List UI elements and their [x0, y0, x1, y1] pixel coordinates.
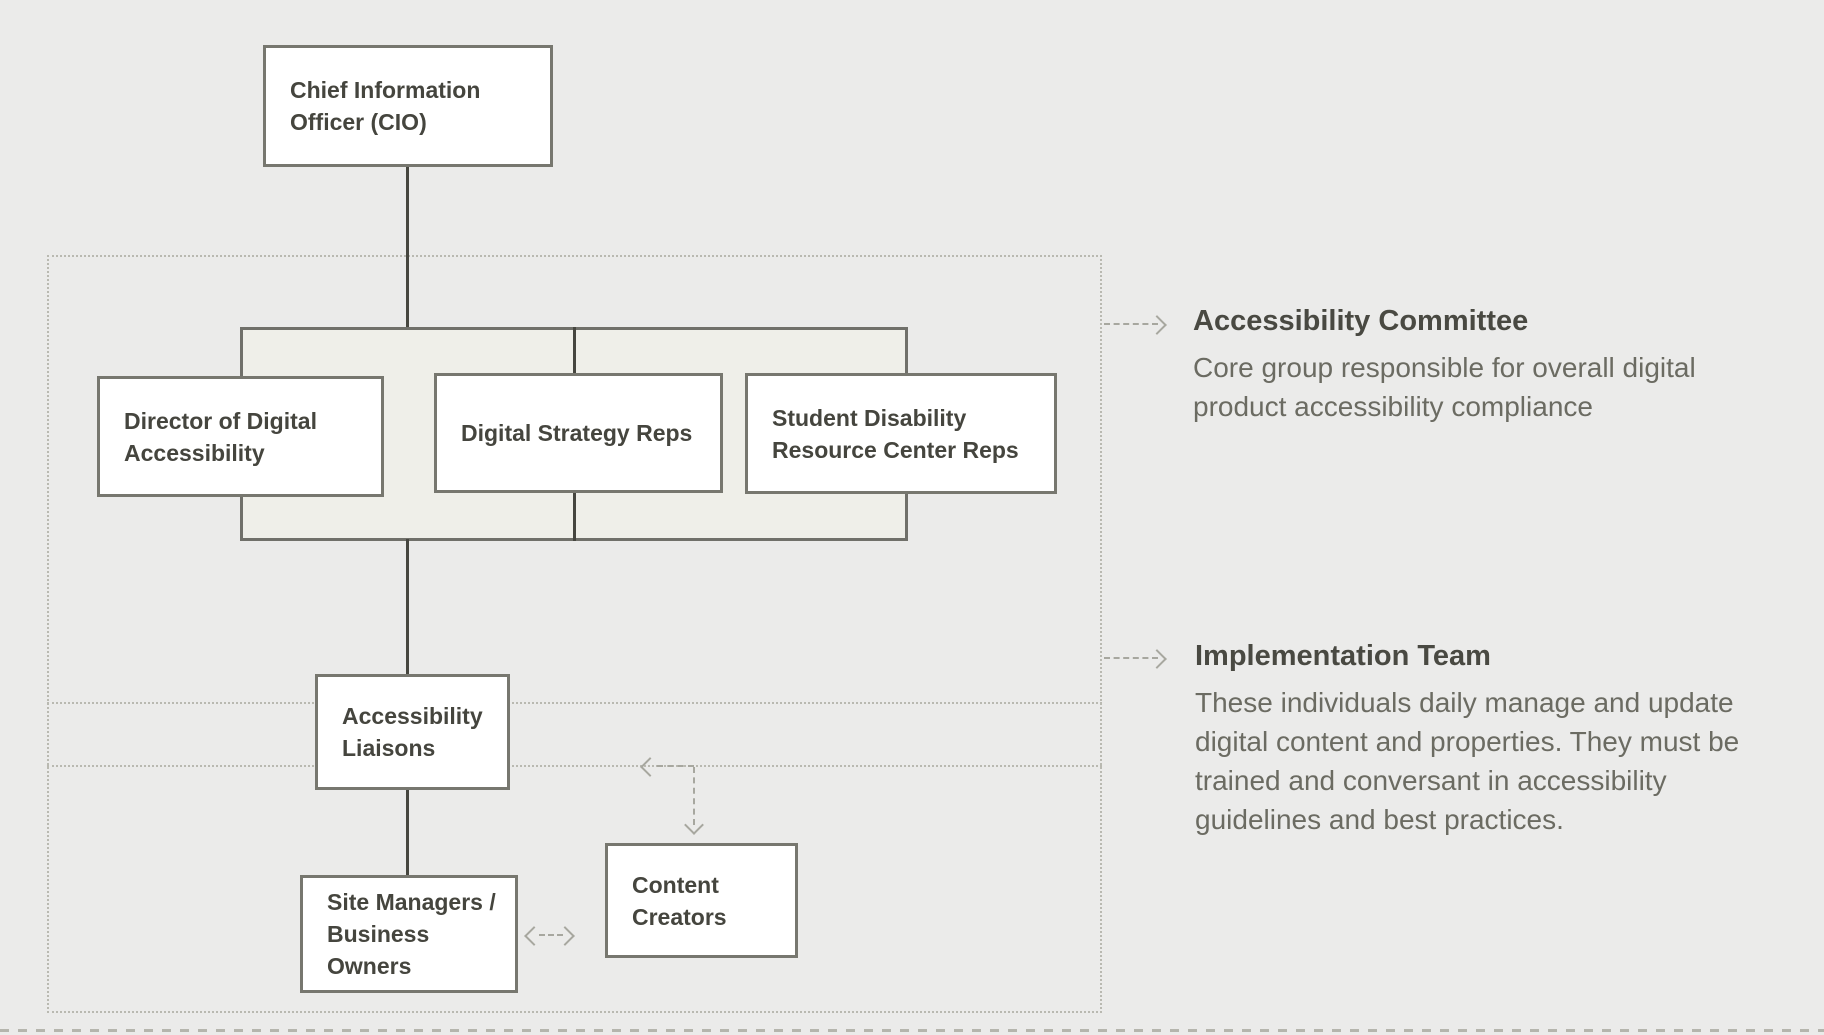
content-creators-box: Content Creators — [605, 843, 798, 958]
content-creators-connector-h — [657, 765, 694, 767]
cio-label: Chief Information Officer (CIO) — [290, 77, 481, 135]
accessibility-liaisons-label: Accessibility Liaisons — [342, 703, 483, 761]
committee-annotation-description: Core group responsible for overall digit… — [1193, 352, 1696, 422]
implementation-annotation-description: These individuals daily manage and updat… — [1195, 687, 1740, 835]
student-disability-label: Student Disability Resource Center Reps — [772, 404, 1019, 463]
committee-pointer-line — [1104, 323, 1158, 325]
implementation-boundary-top — [47, 765, 1102, 767]
page-bottom-dashed-line — [0, 1029, 1824, 1032]
accessibility-liaisons-box: Accessibility Liaisons — [315, 674, 510, 790]
groups-outer-boundary — [47, 255, 1102, 1013]
connector-liaisons-to-site-managers — [406, 790, 409, 876]
content-creators-connector-v — [693, 767, 695, 825]
site-managers-box: Site Managers / Business Owners — [300, 875, 518, 993]
director-label: Director of Digital Accessibility — [124, 407, 317, 466]
implementation-annotation-title: Implementation Team — [1195, 640, 1491, 672]
implementation-pointer-line — [1104, 657, 1158, 659]
committee-annotation-title: Accessibility Committee — [1193, 305, 1529, 337]
site-managers-label: Site Managers / Business Owners — [327, 889, 496, 979]
cio-box: Chief Information Officer (CIO) — [263, 45, 553, 167]
digital-strategy-label: Digital Strategy Reps — [461, 420, 693, 446]
connector-committee-to-liaisons — [406, 539, 409, 675]
site-content-arrow-line — [539, 934, 563, 936]
arrow-right-icon — [1147, 315, 1167, 335]
content-creators-label: Content Creators — [632, 871, 727, 930]
director-box: Director of Digital Accessibility — [97, 376, 384, 497]
committee-boundary-bottom — [47, 702, 1102, 704]
digital-strategy-box: Digital Strategy Reps — [434, 373, 723, 493]
arrow-right-icon — [1147, 649, 1167, 669]
student-disability-box: Student Disability Resource Center Reps — [745, 373, 1057, 494]
connector-cio-to-committee — [406, 167, 409, 327]
